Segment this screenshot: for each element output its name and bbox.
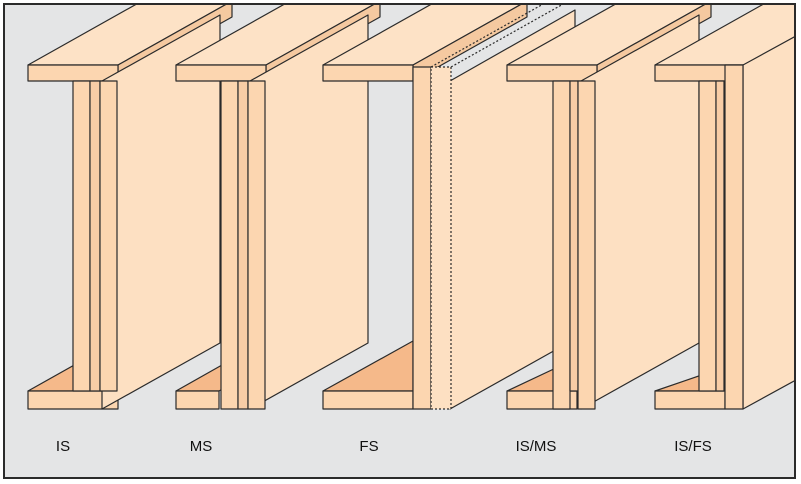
label-fs: FS — [359, 438, 379, 455]
beam-fs-full-stiffener — [430, 66, 452, 410]
beam-is — [27, 5, 233, 410]
beam-ms — [175, 5, 381, 410]
label-is: IS — [55, 438, 71, 455]
beam-is-fs-web — [742, 36, 794, 410]
beam-is-ms — [506, 5, 712, 410]
beam-diagram — [27, 5, 794, 410]
label-ms: MS — [189, 438, 213, 455]
label-is-ms: IS/MS — [515, 438, 557, 455]
beam-is-fs — [654, 5, 794, 410]
beam-fs — [322, 5, 576, 410]
beam-is-ms-stiffener — [552, 80, 571, 410]
beam-is-fs-stiffener — [698, 80, 717, 392]
beam-ms-stiffener — [220, 80, 239, 410]
beam-is-stiffener — [72, 80, 91, 392]
label-is-fs: IS/FS — [674, 438, 712, 455]
diagram-frame: IS MS FS IS/MS IS/FS — [3, 3, 796, 479]
